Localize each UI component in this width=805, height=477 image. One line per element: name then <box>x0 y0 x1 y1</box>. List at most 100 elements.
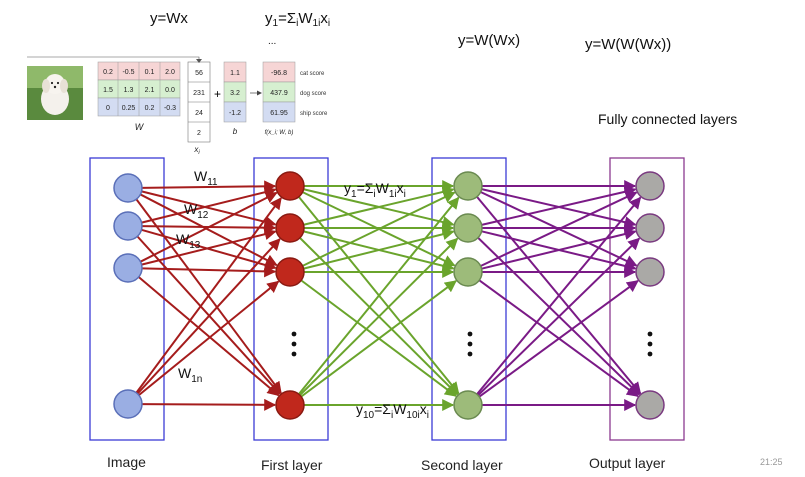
connection-edge <box>300 280 457 398</box>
input-node <box>113 211 143 241</box>
connection-edge <box>481 228 637 270</box>
equation-y-wwwx: y=W(W(Wx)) <box>585 36 672 53</box>
connection-edge <box>135 197 282 394</box>
connection-edge <box>138 276 280 397</box>
first-layer-node <box>275 257 305 287</box>
edges-second-to-output <box>476 180 642 411</box>
output-layer-label: Output layer <box>589 455 666 471</box>
connection-edge <box>141 190 277 228</box>
y1-i: i <box>373 189 375 200</box>
connection-edge <box>141 180 277 193</box>
x-label-main: x <box>193 145 199 154</box>
x-label-sub: i <box>198 150 200 156</box>
w-matrix-cell: 0.1 <box>145 69 155 76</box>
y10-main: y <box>356 401 363 417</box>
fully-connected-label: Fully connected layers <box>598 111 738 127</box>
image-layer-label: Image <box>107 454 146 470</box>
score-cell: 61.95 <box>270 110 288 117</box>
connection-edge <box>140 191 278 263</box>
b-vector-label: b <box>233 127 238 136</box>
score-label: ship score <box>300 111 328 117</box>
equation-y1-sum: y1=ΣiW1ixi <box>265 10 331 29</box>
first-layer-label: First layer <box>261 457 323 473</box>
w13-main: W <box>176 231 190 247</box>
w11-main: W <box>194 168 208 184</box>
eq-sigma-sub: i <box>296 18 299 29</box>
connection-edge <box>136 238 281 395</box>
y10-sub: 10 <box>363 410 375 421</box>
ellipsis-second-layer <box>467 331 473 357</box>
x-vector-cell: 231 <box>193 90 205 97</box>
output-layer-node <box>635 257 665 287</box>
eq-y: y <box>265 10 273 27</box>
eq-w-sub: 1i <box>312 18 321 29</box>
first-layer-node <box>275 390 305 420</box>
w-matrix-label: W <box>135 122 145 132</box>
timestamp: 21:25 <box>760 457 783 467</box>
y10-wsub: 10i <box>406 410 419 421</box>
y10-x: x <box>420 401 427 417</box>
eq-w: W <box>298 10 313 27</box>
annotation-y1: y1=ΣiW1ixi <box>344 180 406 200</box>
score-label: cat score <box>300 71 325 77</box>
w-matrix-cell: 2.0 <box>165 69 175 76</box>
connection-edge <box>141 265 277 278</box>
input-node <box>113 173 143 203</box>
second-layer-node <box>453 257 483 287</box>
w12-sub: 12 <box>197 210 209 221</box>
eq-y-sub: 1 <box>272 18 279 29</box>
edges-input-to-first <box>135 180 282 411</box>
first-layer-node <box>275 213 305 243</box>
connection-edge <box>478 280 639 398</box>
second-layer-node <box>453 171 483 201</box>
score-cell: 437.9 <box>270 90 288 97</box>
w-matrix-cell: 2.1 <box>145 87 155 94</box>
x-vector-cell: 24 <box>195 110 203 117</box>
weight-label-w11: W11 <box>194 168 218 188</box>
y10-w: W <box>393 401 407 417</box>
second-layer-label: Second layer <box>421 457 503 473</box>
w-matrix-cell: 0.25 <box>122 105 136 112</box>
x-vector-cell: 56 <box>195 70 203 77</box>
w1n-sub: 1n <box>191 374 202 385</box>
weight-label-w12: W12 <box>184 201 209 221</box>
connection-edge <box>299 237 459 396</box>
first-layer-box <box>253 157 329 441</box>
eq-x: x <box>320 10 328 27</box>
w-matrix-cell: 0.2 <box>145 105 155 112</box>
w-matrix-cell: -0.3 <box>164 105 176 112</box>
dog-image <box>27 66 83 120</box>
equation-dots: ... <box>268 36 277 47</box>
equation-y-wwx: y=W(Wx) <box>458 32 521 49</box>
w-matrix-cell: 1.5 <box>103 87 113 94</box>
y1-x: x <box>397 180 404 196</box>
y1-wsub: 1i <box>389 189 397 200</box>
edges-first-to-second <box>298 180 460 411</box>
w-matrix-cell: 1.3 <box>124 87 134 94</box>
w11-sub: 11 <box>207 177 218 188</box>
b-vector-cell: 1.1 <box>230 70 240 77</box>
connection-edge <box>477 237 641 396</box>
connection-edge <box>302 191 456 267</box>
output-layer-node <box>635 171 665 201</box>
connection-edge <box>480 191 638 267</box>
y10-i: i <box>391 410 393 421</box>
score-label: dog score <box>300 91 327 97</box>
plus-sign: + <box>214 87 221 101</box>
first-layer-node <box>275 171 305 201</box>
b-vector-cell: 3.2 <box>230 90 240 97</box>
w-matrix-cell: 0.0 <box>165 87 175 94</box>
weight-label-w1n: W1n <box>178 365 202 385</box>
y1-xsub: i <box>404 189 406 200</box>
output-layer-node <box>635 213 665 243</box>
w13-sub: 13 <box>189 240 201 251</box>
bias-vector: 1.1 3.2 -1.2 b <box>223 61 247 136</box>
eq-sigma: =Σ <box>278 10 297 27</box>
b-vector-cell: -1.2 <box>229 110 241 117</box>
eq-x-sub: i <box>327 18 331 29</box>
w-matrix-cell: -0.5 <box>122 69 134 76</box>
output-layer-box <box>609 157 685 441</box>
output-layer-node <box>635 390 665 420</box>
